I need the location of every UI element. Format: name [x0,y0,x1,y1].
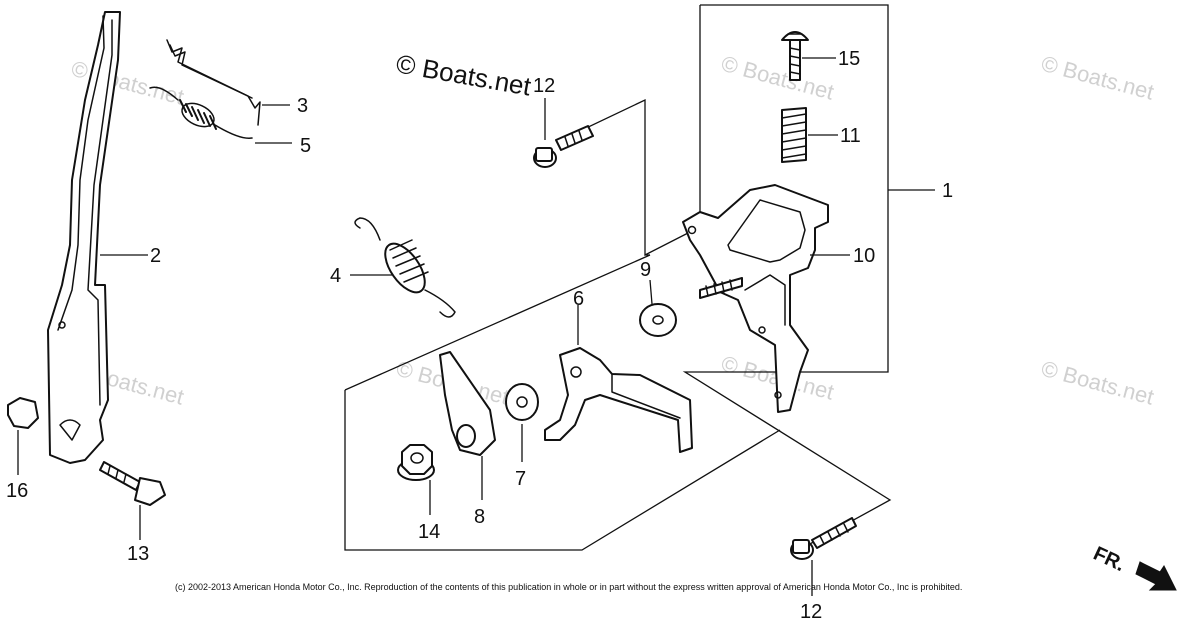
callout-10: 10 [853,245,875,267]
t-bolt [99,461,166,540]
arrow-icon [1135,561,1177,591]
callout-14: 14 [418,521,440,543]
watermark-main: © Boats.net [394,48,534,101]
linkage-rod [166,39,290,126]
callout-8: 8 [474,506,485,528]
copyright-notice: (c) 2002-2013 American Honda Motor Co., … [175,582,962,592]
callout-16: 16 [6,480,28,502]
watermark: © Boats.net [1039,51,1157,105]
flange-nut [397,444,435,515]
choke-lever [544,305,693,453]
callout-7: 7 [515,468,526,490]
cap-nut [7,397,39,475]
watermark: © Boats.net [719,51,837,105]
group-outline-2 [344,98,781,551]
callout-4: 4 [330,265,341,287]
screw [781,31,836,81]
flange-bolt-top [533,98,594,168]
flange-bolt-bottom [790,517,857,596]
callout-12-top: 12 [533,75,555,97]
callout-15: 15 [838,48,860,70]
washer-large [639,279,677,337]
callout-6: 6 [573,288,584,310]
control-bracket [682,184,850,413]
watermark: © Boats.net [1039,356,1157,410]
callout-5: 5 [300,135,311,157]
callout-11: 11 [840,125,861,147]
callout-9: 9 [640,259,651,281]
callout-2: 2 [150,245,161,267]
compression-spring [781,107,838,163]
washer-small [505,383,539,462]
callout-3: 3 [297,95,308,117]
front-direction-indicator: FR. [1090,543,1177,591]
direction-label: FR. [1090,543,1128,577]
callout-1: 1 [942,180,953,202]
throttle-lever-arm [47,11,148,464]
callout-12-bottom: 12 [800,601,822,623]
callout-13: 13 [127,543,149,565]
watermarks: © Boats.net © Boats.net © Boats.net © Bo… [69,51,1157,410]
callout-labels: 1 2 3 4 5 6 7 8 9 10 11 12 12 13 14 15 1… [6,48,953,623]
lever-plate [439,351,496,500]
return-spring [350,217,456,318]
governor-spring [149,86,292,144]
